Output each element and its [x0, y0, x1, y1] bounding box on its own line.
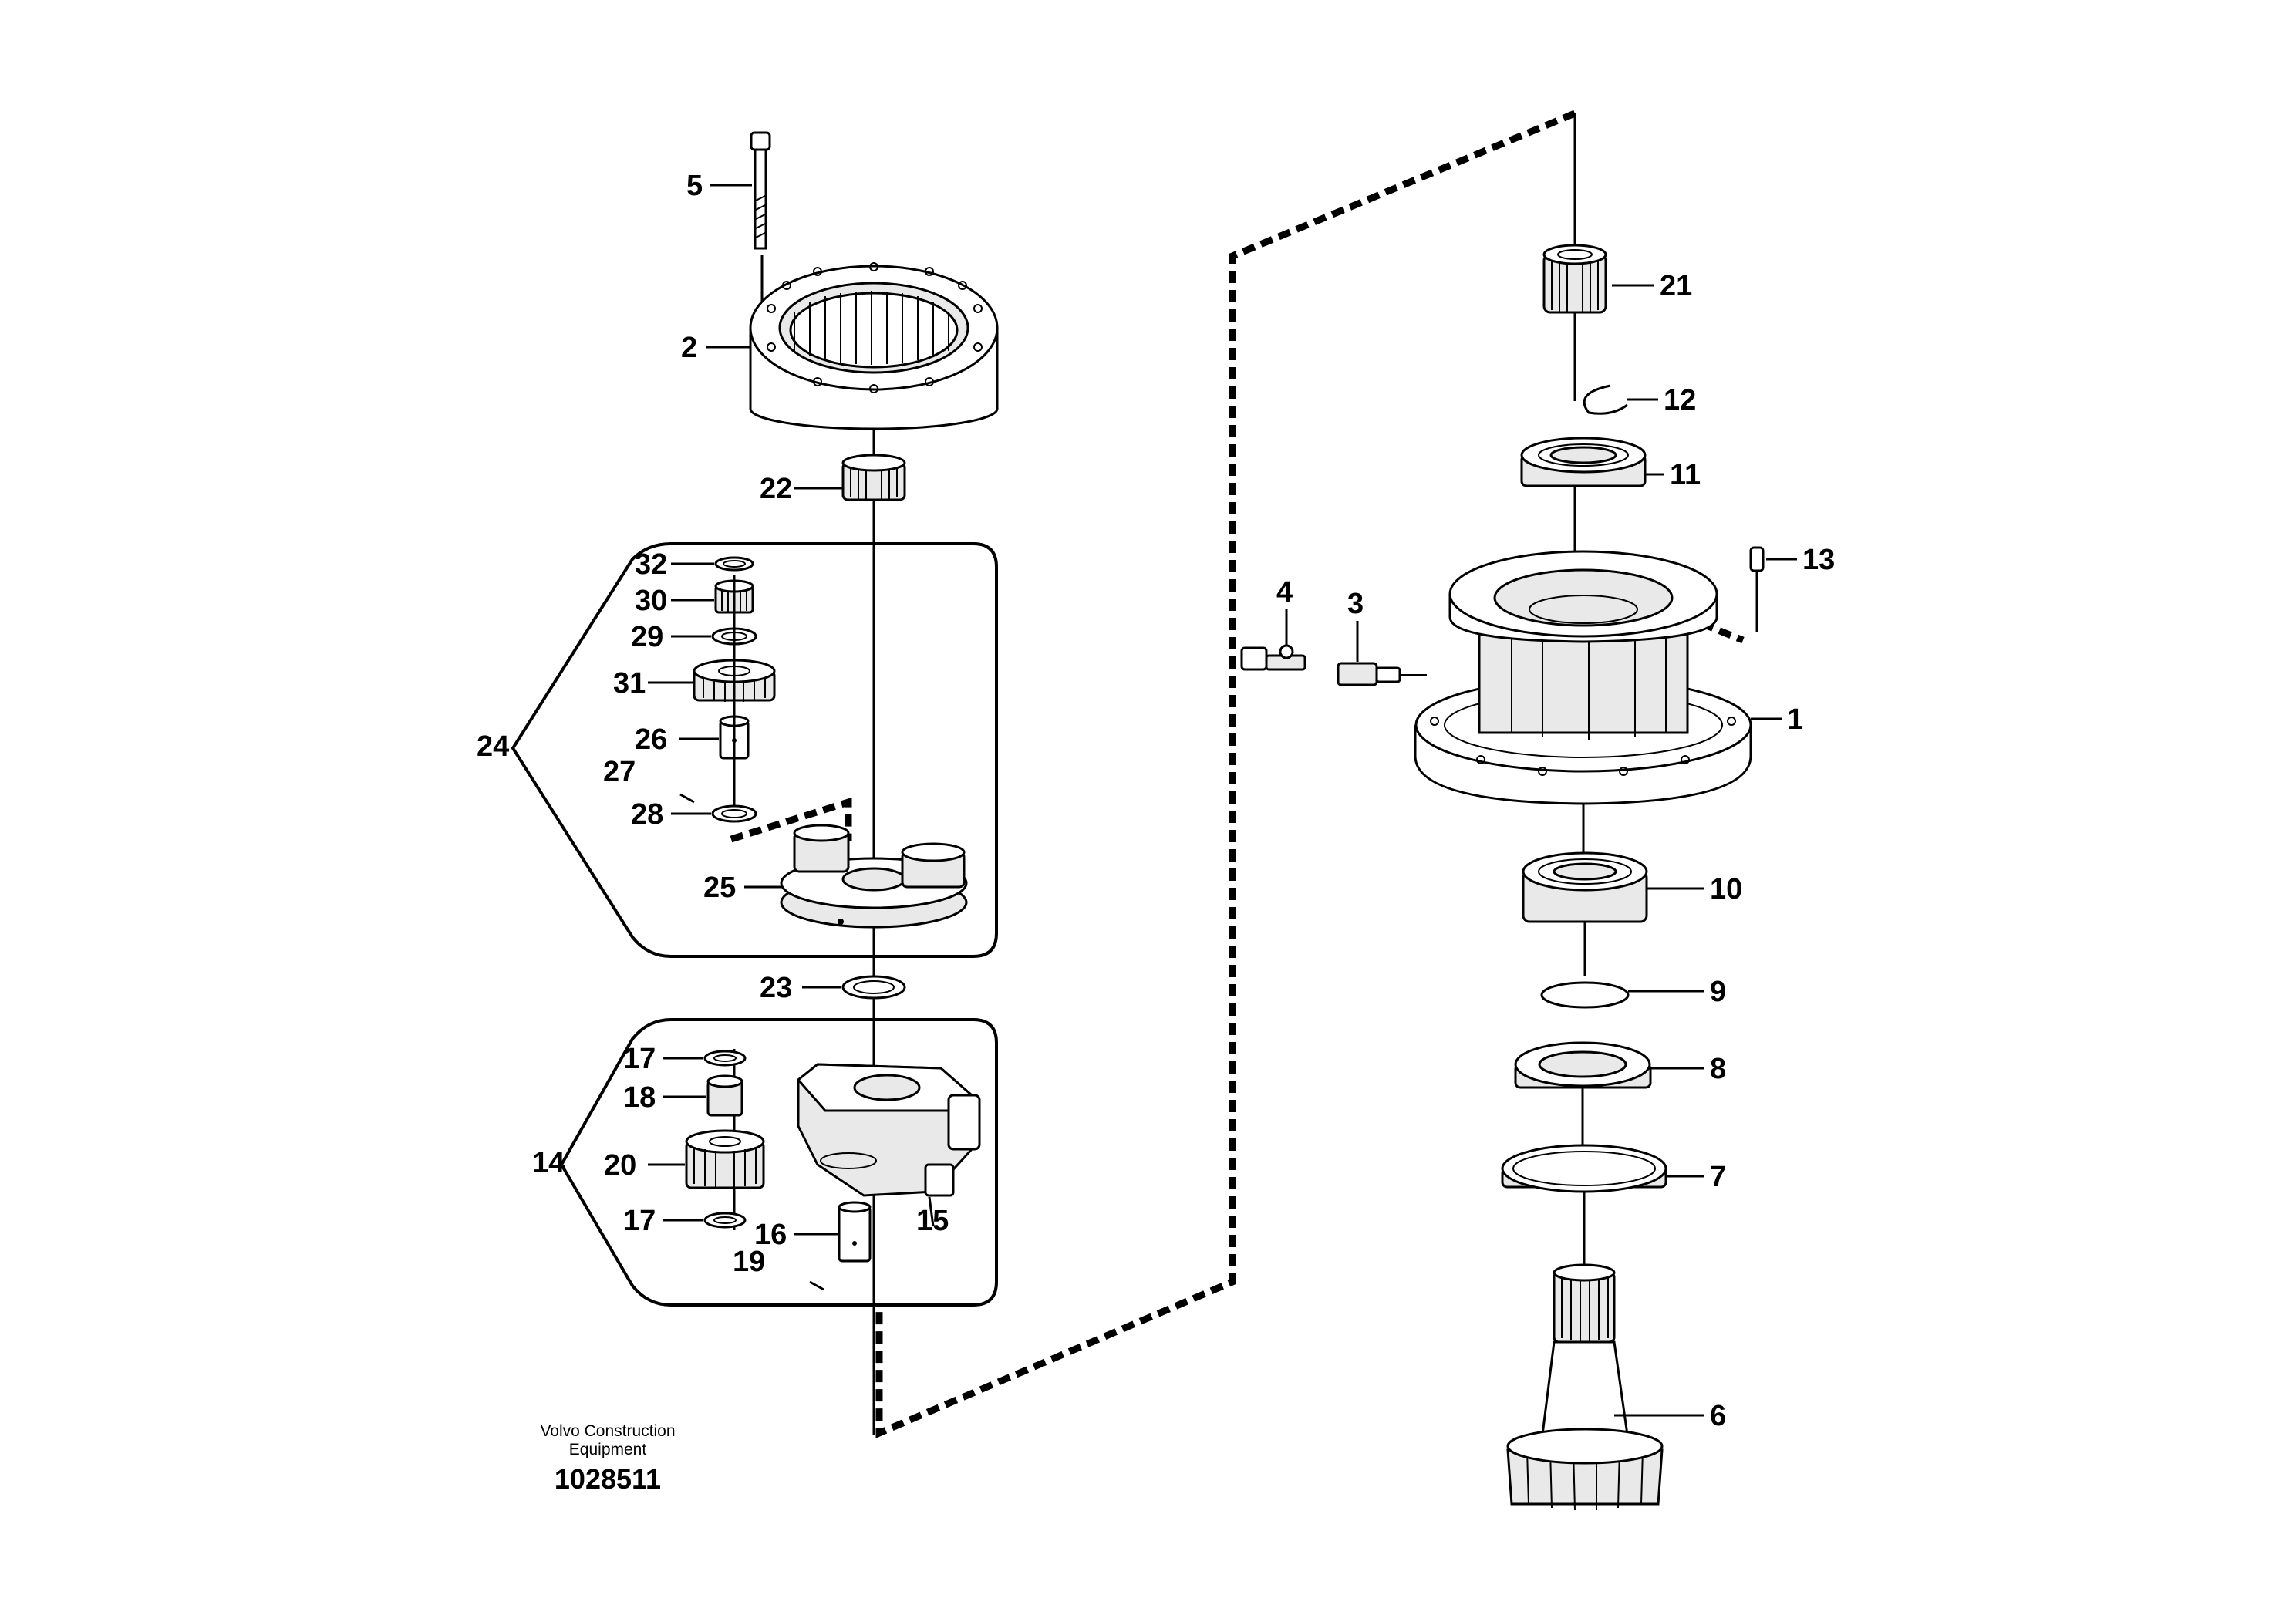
callout-25: 25	[703, 872, 736, 904]
drawing-number: 1028511	[555, 1463, 661, 1495]
ring-gear-part-2	[749, 262, 999, 430]
sun-gear-part-21	[1542, 244, 1607, 314]
callout-26: 26	[635, 723, 667, 756]
bushing-part-18	[706, 1074, 743, 1117]
callout-30: 30	[635, 585, 667, 617]
sun-gear-part-22	[841, 454, 906, 501]
spring-pin-part-27	[679, 793, 695, 804]
callout-13: 13	[1802, 544, 1835, 576]
callout-17-top: 17	[623, 1043, 656, 1075]
leader-lines	[648, 184, 1797, 1417]
callout-19: 19	[733, 1246, 765, 1278]
bearing-part-11	[1520, 437, 1647, 487]
callout-12: 12	[1664, 384, 1696, 416]
o-ring-part-9	[1540, 981, 1630, 1009]
callout-16: 16	[754, 1219, 787, 1251]
callout-27: 27	[603, 756, 636, 788]
callout-3: 3	[1347, 588, 1364, 620]
snap-ring-part-12	[1583, 384, 1628, 415]
callout-22: 22	[760, 473, 792, 505]
callout-18: 18	[623, 1081, 656, 1114]
spring-pin-part-19	[809, 1280, 824, 1291]
callout-15: 15	[916, 1205, 949, 1237]
callout-28: 28	[631, 798, 663, 831]
callout-2: 2	[681, 332, 697, 364]
callout-7: 7	[1710, 1161, 1726, 1193]
callout-6: 6	[1710, 1400, 1726, 1432]
callout-17-bottom: 17	[623, 1205, 656, 1237]
group-frame-14	[559, 1018, 998, 1307]
pin-part-16	[838, 1201, 872, 1263]
callout-20: 20	[604, 1149, 636, 1182]
assembly-connection-dashed-line	[875, 110, 1576, 1438]
planet-gear-part-20	[685, 1129, 765, 1189]
callout-10: 10	[1710, 873, 1742, 905]
motor-housing-part-1	[1414, 550, 1752, 805]
callout-4: 4	[1276, 576, 1293, 609]
callout-21: 21	[1660, 270, 1692, 302]
plug-part-13	[1749, 546, 1765, 632]
bolt-part-5	[750, 131, 771, 250]
fitting-part-3	[1337, 662, 1427, 686]
brand-name-line-2: Equipment	[569, 1441, 647, 1458]
callout-8: 8	[1710, 1053, 1726, 1085]
planet-carrier-part-25	[780, 824, 968, 929]
washer-part-17-bottom	[703, 1212, 747, 1229]
washer-part-32	[714, 556, 754, 572]
thrust-washer-part-23	[841, 975, 906, 1000]
callout-1: 1	[1787, 703, 1803, 736]
callout-32: 32	[635, 548, 667, 581]
callout-23: 23	[760, 972, 792, 1004]
brand-name-line-1: Volvo Construction	[540, 1422, 675, 1440]
callout-14: 14	[532, 1147, 565, 1179]
callout-9: 9	[1710, 976, 1726, 1008]
washer-part-17-top	[703, 1050, 747, 1067]
callout-29: 29	[631, 621, 663, 653]
group-frame-24	[511, 542, 998, 958]
callout-5: 5	[686, 170, 703, 202]
seal-part-7	[1501, 1144, 1667, 1193]
pinion-shaft-part-6	[1506, 1263, 1664, 1511]
planet-carrier-part-15	[796, 1063, 981, 1197]
washer-part-28	[711, 804, 757, 823]
seal-part-8	[1514, 1041, 1652, 1089]
callout-11: 11	[1670, 459, 1701, 491]
dashed-line-carrier	[730, 797, 852, 843]
sensor-part-4	[1240, 644, 1306, 671]
callout-31: 31	[613, 667, 646, 700]
callout-24: 24	[477, 730, 509, 763]
bearing-part-10	[1522, 851, 1648, 923]
